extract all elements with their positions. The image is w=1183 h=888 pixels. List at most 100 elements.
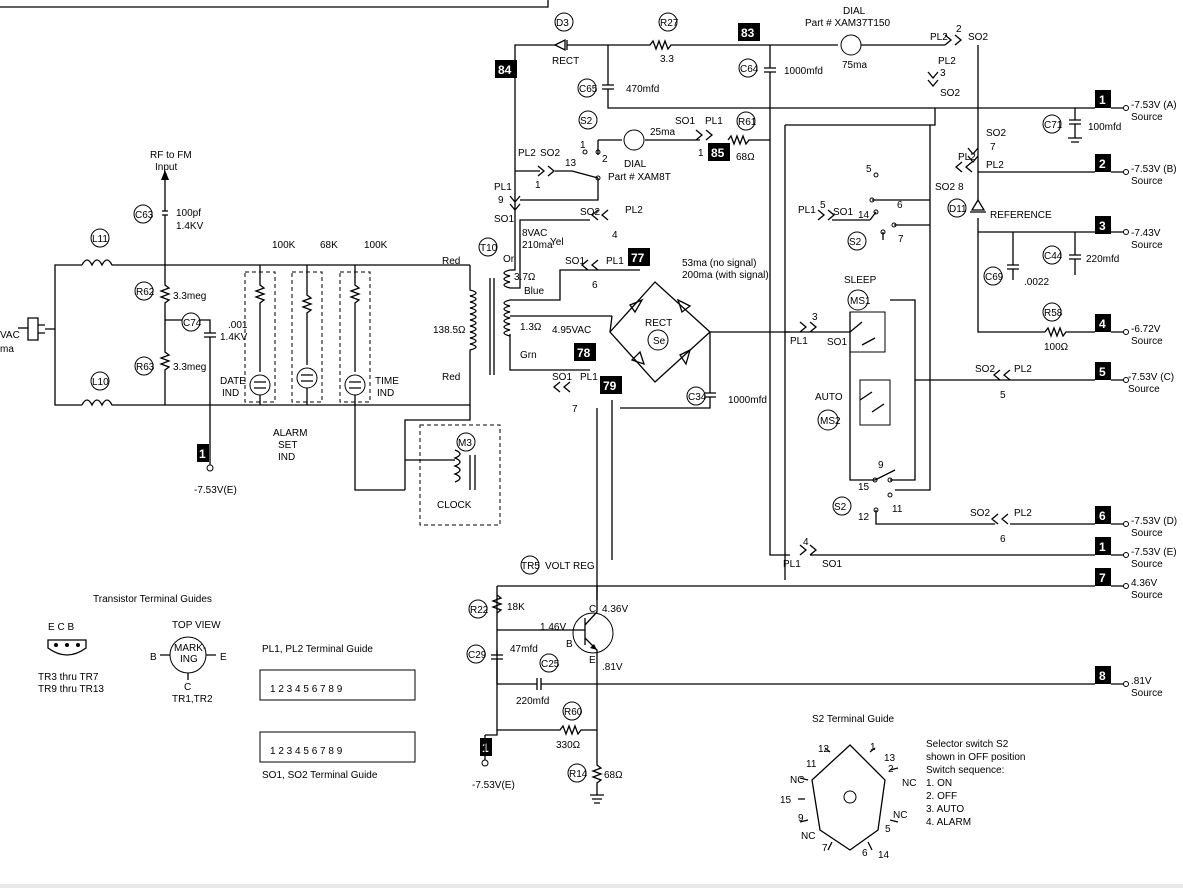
vac8-label: 8VAC: [522, 228, 547, 239]
out-9-sub: Source: [1131, 688, 1163, 699]
r22-id: R22: [468, 599, 489, 619]
s2-switch-lugs: [798, 747, 899, 851]
out-1-sub: Source: [1131, 112, 1163, 123]
pin-6-b: 6: [1000, 534, 1006, 545]
s2-pin-5: 5: [885, 824, 891, 835]
so1-label-3: SO1: [552, 372, 572, 383]
pin-2-c: 2: [602, 154, 608, 165]
blue-label: Blue: [524, 286, 544, 297]
ms2-id: MS2: [817, 409, 841, 431]
time-ind-label-1: TIME: [375, 376, 399, 387]
so2-label-1: SO2: [540, 148, 560, 159]
svg-text:4: 4: [1099, 317, 1106, 331]
out-8-sub: Source: [1131, 590, 1163, 601]
c74-value-1: .001: [228, 320, 248, 331]
out-7-sub: Source: [1131, 559, 1163, 570]
pl-guide-title: PL1, PL2 Terminal Guide: [262, 644, 373, 655]
volt-reg-label: VOLT REG: [545, 561, 595, 572]
or-label: Or: [503, 254, 515, 265]
red-top-label: Red: [442, 256, 460, 267]
r37-label: 3.7Ω: [514, 272, 536, 283]
s2-switch-body: [811, 744, 886, 851]
transistor-package-icon: [47, 639, 87, 656]
s2-guide-title: S2 Terminal Guide: [812, 714, 895, 725]
dial1-title: DIAL: [843, 6, 866, 17]
r13-label: 1.3Ω: [520, 322, 542, 333]
out-3-sub: Source: [1131, 240, 1163, 251]
pl2-label-5: PL2: [958, 152, 976, 163]
pin-13: 13: [565, 158, 577, 169]
svg-text:R62: R62: [136, 287, 155, 298]
svg-text:TR5: TR5: [521, 561, 540, 572]
s2-desc-4: 2. OFF: [926, 791, 957, 802]
c69-value: .0022: [1024, 277, 1049, 288]
res-68k: 68K: [320, 240, 338, 251]
svg-text:C63: C63: [135, 210, 154, 221]
s2-contact-2: [595, 149, 601, 155]
c25-value: 220mfd: [516, 696, 549, 707]
v81-label: .81V: [602, 662, 623, 673]
d3-diode: [553, 38, 568, 52]
res-100k-b: 100K: [364, 240, 388, 251]
svg-text:S2: S2: [834, 502, 847, 513]
out-8-label: 4.36V: [1131, 578, 1157, 589]
c63-capacitor: [162, 180, 168, 265]
so2-label-5: SO2: [986, 128, 1006, 139]
r61-value: 68Ω: [736, 152, 755, 163]
s2-nc-4: NC: [801, 831, 815, 842]
primary-resistance: 138.5Ω: [433, 325, 466, 336]
s2-desc-0: Selector switch S2: [926, 739, 1009, 750]
c25-id: C25: [539, 653, 560, 673]
s2-pin-9: 9: [798, 813, 804, 824]
ma-label: ma: [0, 344, 14, 355]
s2-id-right: S2: [847, 231, 867, 251]
inductor-l10: [81, 399, 470, 407]
clock-box: [419, 424, 501, 526]
group2-label: TR1,TR2: [172, 694, 213, 705]
svg-text:M3: M3: [458, 438, 472, 449]
vac-label: VAC: [0, 330, 20, 341]
pin-e-guide: E: [220, 652, 227, 663]
c63-value-2: 1.4KV: [176, 221, 204, 232]
sleep-label: SLEEP: [844, 275, 877, 286]
so1-label-6: SO1: [827, 337, 847, 348]
c71-capacitor: [1068, 108, 1082, 143]
c25-capacitor: [497, 678, 1095, 690]
svg-text:R58: R58: [1044, 308, 1063, 319]
pl-guide-connector: [259, 669, 416, 701]
secondary-wiring-mid: [509, 269, 640, 371]
r60-r14-resistors: [497, 684, 604, 804]
s2-nc-1: NC: [790, 775, 804, 786]
svg-text:R22: R22: [470, 605, 489, 616]
time-indicator: [344, 265, 405, 491]
l10-label: L10: [90, 371, 110, 391]
s2-lower-contact-15: [872, 477, 878, 483]
s2-lower-contact-9: [887, 477, 893, 483]
m3-id: M3: [456, 432, 476, 452]
svg-text:S2: S2: [849, 237, 862, 248]
so-guide-pins: 1 2 3 4 5 6 7 8 9: [270, 746, 343, 757]
svg-text:R27: R27: [660, 18, 679, 29]
sleep-auto-wiring: [849, 299, 916, 481]
s2-id-lower: S2: [832, 496, 852, 516]
out-4-sub: Source: [1131, 336, 1163, 347]
lower-right-wiring: [810, 379, 1095, 556]
r62-r63-resistors: [159, 265, 171, 405]
pl1-label-4: PL1: [705, 116, 723, 127]
frame-border: [0, 0, 549, 8]
terminal-left: [206, 464, 214, 472]
svg-text:2: 2: [1099, 157, 1106, 171]
s2-nc-2: NC: [902, 778, 916, 789]
so1-label-5: SO1: [833, 207, 853, 218]
r63-value: 3.3meg: [173, 362, 206, 373]
ms1-switch: [849, 311, 886, 353]
c34-id: C34: [686, 386, 707, 406]
rf-label-1: RF to FM: [150, 150, 192, 161]
s2-desc-5: 3. AUTO: [926, 804, 964, 815]
alarm-ind-label-3: IND: [278, 452, 295, 463]
t10-id: T10: [478, 237, 498, 257]
terminal-bottom: [481, 759, 489, 767]
pin-9: 9: [498, 195, 504, 206]
c44-value: 220mfd: [1086, 254, 1119, 265]
clock-wiring: [404, 405, 471, 490]
